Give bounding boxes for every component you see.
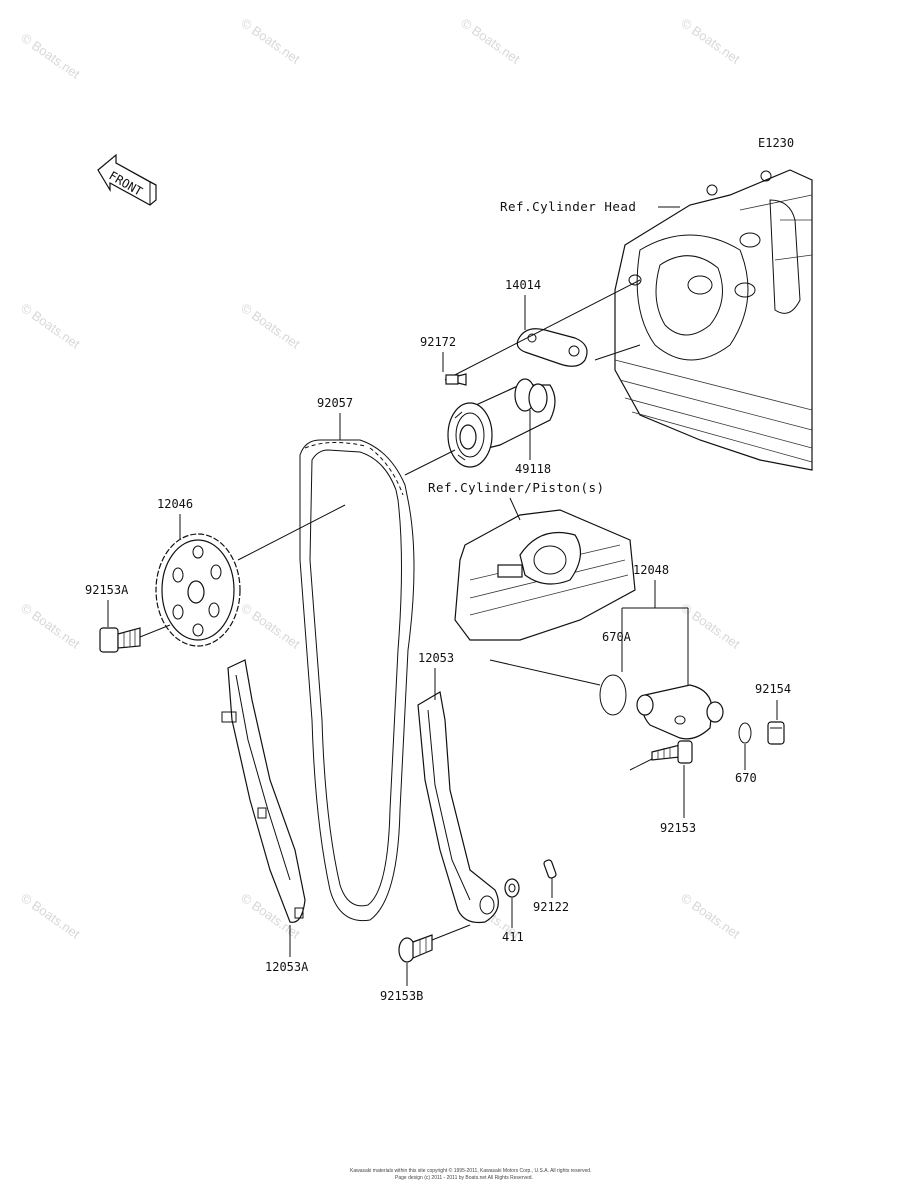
watermark: © Boats.net	[238, 300, 303, 352]
washer-411	[504, 878, 520, 898]
part-label-14014: 14014	[505, 278, 541, 292]
cylinder-head-drawing	[614, 169, 813, 471]
part-label-92153a: 92153A	[85, 583, 129, 597]
ref-cylinder-head-label: Ref.Cylinder Head	[500, 199, 636, 214]
watermark: © Boats.net	[238, 600, 303, 652]
cylinder-drawing	[454, 509, 636, 641]
part-label-49118: 49118	[515, 462, 551, 476]
watermark: © Boats.net	[678, 890, 743, 942]
part-label-92153b: 92153B	[380, 989, 423, 1003]
front-arrow-icon: FRONT	[97, 153, 157, 206]
watermark: © Boats.net	[678, 15, 743, 67]
bolt-92153b	[398, 934, 433, 963]
part-label-12046: 12046	[157, 497, 193, 511]
part-label-92153: 92153	[660, 821, 696, 835]
watermark: © Boats.net	[238, 15, 303, 67]
camshaft-holder-plate	[516, 328, 588, 367]
copyright-line-1: Kawasaki materials within this site copy…	[350, 1167, 591, 1174]
part-label-92172: 92172	[420, 335, 456, 349]
bolt-92153	[651, 740, 693, 764]
chain-guide-12053a	[221, 659, 306, 923]
cam-chain-92057	[299, 439, 415, 922]
part-label-92154: 92154	[755, 682, 791, 696]
camshaft-49118	[447, 378, 556, 468]
chain-guide-12053	[417, 691, 499, 924]
part-label-92057: 92057	[317, 396, 353, 410]
watermark: © Boats.net	[458, 15, 523, 67]
cap-bolt-92154	[767, 721, 785, 745]
bolt-92153a	[99, 627, 141, 653]
o-ring-670	[738, 722, 752, 744]
pin-92122	[543, 859, 557, 879]
ref-cylinder-piston-label: Ref.Cylinder/Piston(s)	[428, 480, 605, 495]
watermark: © Boats.net	[18, 30, 83, 82]
part-label-92122: 92122	[533, 900, 569, 914]
cam-chain-tensioner	[636, 684, 724, 740]
part-label-670: 670	[735, 771, 757, 785]
watermark: © Boats.net	[18, 300, 83, 352]
watermark: © Boats.net	[18, 600, 83, 652]
sprocket-12046	[155, 533, 241, 647]
watermarks: © Boats.net © Boats.net © Boats.net © Bo…	[18, 15, 743, 942]
o-ring-670a	[599, 674, 627, 716]
part-label-12048: 12048	[633, 563, 669, 577]
watermark: © Boats.net	[18, 890, 83, 942]
part-label-12053a: 12053A	[265, 960, 309, 974]
diagram-code: E1230	[758, 136, 794, 150]
part-label-411: 411	[502, 930, 524, 944]
part-label-670a: 670A	[602, 630, 632, 644]
part-label-12053: 12053	[418, 651, 454, 665]
copyright-line-2: Page design (c) 2011 - 2011 by Boats.net…	[395, 1175, 533, 1181]
screw-92172	[445, 373, 467, 386]
